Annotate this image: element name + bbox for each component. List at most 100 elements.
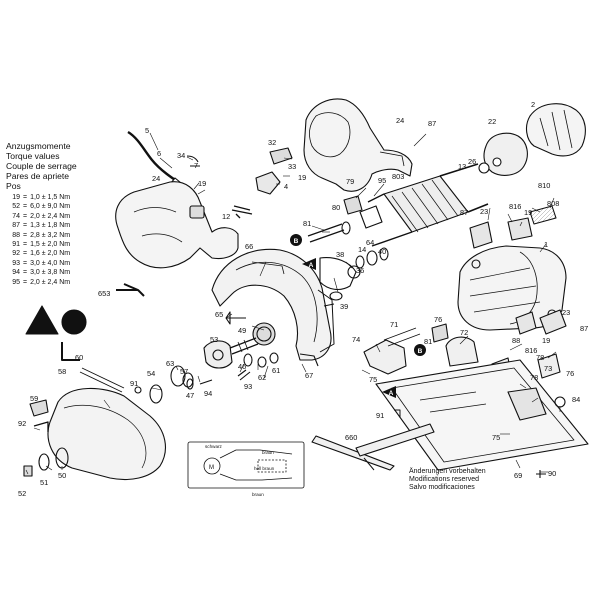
torque-value: 3,0 ± 3,8 Nm xyxy=(30,269,71,277)
torque-equals: = xyxy=(23,231,28,239)
wiring-label-braun: braun xyxy=(262,450,274,455)
motor-housing-upper xyxy=(303,98,413,192)
part-label-58: 58 xyxy=(58,367,66,376)
wiring-label-schwarz: schwarz xyxy=(205,444,223,449)
part-label-80: 80 xyxy=(332,203,340,212)
part-label-52: 52 xyxy=(18,489,26,498)
bearing-plate xyxy=(203,340,233,369)
screw-90 xyxy=(536,470,546,478)
torque-pos: 95 xyxy=(12,278,20,286)
torque-row: 87=1,3 ± 1,8 Nm xyxy=(6,221,70,230)
part-label-47: 47 xyxy=(186,391,194,400)
part-label-62: 62 xyxy=(258,373,266,382)
part-label-93: 93 xyxy=(244,382,252,391)
ring-54 xyxy=(149,384,163,404)
part-label-53: 53 xyxy=(210,335,218,344)
torque-pos: 94 xyxy=(12,269,20,277)
part-label-23b: 23 xyxy=(562,308,570,317)
torque-equals: = xyxy=(23,250,28,258)
part-label-22: 22 xyxy=(488,117,496,126)
leader-lines xyxy=(25,132,561,475)
shaft-80 xyxy=(307,223,345,243)
ring-40 xyxy=(379,247,389,261)
part-label-46: 46 xyxy=(238,362,246,371)
part-label-2: 2 xyxy=(531,100,535,109)
part-label-75a: 75 xyxy=(369,375,377,384)
cable-clamp xyxy=(186,155,200,167)
knob-76 xyxy=(431,323,449,343)
brush-holder-left xyxy=(469,221,493,249)
motor-symbol: M xyxy=(209,465,214,471)
part-label-34: 34 xyxy=(177,151,185,160)
part-label-91b: 91 xyxy=(376,411,384,420)
screw-65 xyxy=(225,311,246,325)
base-plate xyxy=(375,359,589,471)
part-label-95: 95 xyxy=(378,176,386,185)
part-label-71: 71 xyxy=(390,320,398,329)
part-label-24b: 24 xyxy=(396,116,404,125)
handle-housing-left xyxy=(115,181,239,269)
angle-bracket xyxy=(363,327,421,375)
washer-51 xyxy=(38,453,50,471)
spindle-gear xyxy=(229,322,276,355)
torque-pos: 93 xyxy=(12,259,20,267)
part-label-653: 653 xyxy=(98,289,110,298)
part-label-13: 13 xyxy=(458,162,466,171)
note-en: Modifications reserved xyxy=(409,476,480,484)
heading-es: Pares de apriete xyxy=(6,171,70,181)
part-label-81a: 81 xyxy=(303,219,311,228)
torque-pos: 91 xyxy=(12,241,20,249)
part-label-19d: 19 xyxy=(542,336,550,345)
torque-value: 2,0 ± 2,4 Nm xyxy=(30,278,71,286)
wiring-label-hell-braun: hell braun xyxy=(254,466,275,471)
part-label-24a: 24 xyxy=(152,174,160,183)
part-label-14: 14 xyxy=(358,245,366,254)
part-label-32: 32 xyxy=(268,138,276,147)
spring-92 xyxy=(33,421,49,432)
part-label-64: 64 xyxy=(366,238,374,247)
badge-B-top xyxy=(290,234,302,246)
torque-row: 94=3,0 ± 3,8 Nm xyxy=(6,268,70,277)
bearing-cover xyxy=(483,132,528,176)
torque-equals: = xyxy=(23,212,28,220)
part-label-6: 6 xyxy=(157,149,161,158)
torque-pos: 92 xyxy=(12,250,20,258)
part-label-26: 26 xyxy=(468,157,476,166)
washer-61 xyxy=(269,352,279,364)
part-label-61: 61 xyxy=(272,366,280,375)
part-label-57: 57 xyxy=(180,367,188,376)
part-label-38: 38 xyxy=(336,250,344,259)
part-label-810: 810 xyxy=(538,181,550,190)
part-label-1: 1 xyxy=(544,240,548,249)
part-label-39: 39 xyxy=(340,302,348,311)
part-label-69: 69 xyxy=(514,471,522,480)
torque-row: 93=3,0 ± 4,0 Nm xyxy=(6,259,70,268)
torque-pos: 87 xyxy=(12,222,20,230)
badge-B1-letter: B xyxy=(294,238,299,245)
torque-value: 3,0 ± 4,0 Nm xyxy=(30,259,71,267)
wiring-diagram xyxy=(187,441,305,489)
torque-values-table: Anzugsmomente Torque values Couple de se… xyxy=(6,141,77,287)
torque-equals: = xyxy=(23,203,28,211)
torque-row: 88=2,8 ± 3,2 Nm xyxy=(6,231,70,240)
torque-pos: 19 xyxy=(12,194,20,201)
switch-spring xyxy=(231,205,253,219)
clamp-73 xyxy=(537,353,561,379)
torque-value: 1,5 ± 2,0 Nm xyxy=(30,241,71,249)
hex-key xyxy=(116,283,145,297)
badge-letters: A B A B xyxy=(294,238,423,397)
trigger-switch xyxy=(255,171,281,195)
part-label-65: 65 xyxy=(215,310,223,319)
part-label-23a: 23 xyxy=(480,207,488,216)
callout-badges xyxy=(290,234,426,398)
ring-64 xyxy=(366,250,378,266)
torque-equals: = xyxy=(23,194,28,201)
torque-row: 95=2,0 ± 2,4 Nm xyxy=(6,278,70,287)
warning-triangle xyxy=(25,305,59,335)
part-label-54: 54 xyxy=(147,369,155,378)
part-label-51: 51 xyxy=(40,478,48,487)
part-label-78a: 78 xyxy=(536,353,544,362)
